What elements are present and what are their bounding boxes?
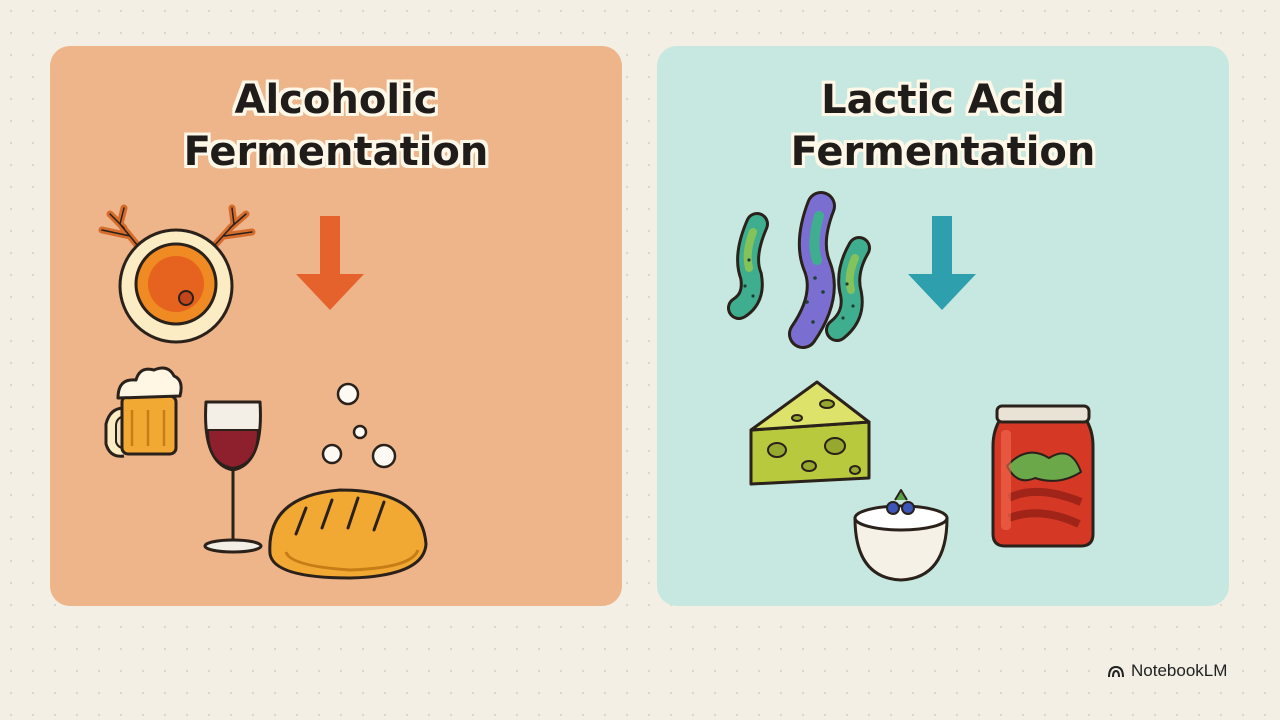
cheese-icon bbox=[749, 380, 871, 486]
down-arrow-icon bbox=[908, 216, 976, 310]
alcoholic-fermentation-panel: Alcoholic Fermentation bbox=[50, 46, 622, 606]
lactic-acid-fermentation-panel: Lactic Acid Fermentation bbox=[657, 46, 1229, 606]
panel-title-line2: Fermentation bbox=[183, 129, 489, 175]
wine-glass-icon bbox=[203, 400, 263, 554]
panel-title-line1: Alcoholic bbox=[234, 77, 438, 123]
bubbles-icon bbox=[321, 382, 397, 469]
beer-mug-icon bbox=[104, 366, 183, 458]
down-arrow-icon bbox=[296, 216, 364, 310]
panel-title-line1: Lactic Acid bbox=[821, 77, 1065, 123]
notebooklm-branding: NotebookLM bbox=[1107, 660, 1227, 682]
brand-name: NotebookLM bbox=[1131, 661, 1228, 680]
yogurt-bowl-icon bbox=[853, 489, 949, 582]
bread-loaf-icon bbox=[268, 488, 428, 580]
kimchi-jar-icon bbox=[991, 404, 1095, 548]
lactic-illustration bbox=[727, 191, 1095, 582]
notebooklm-logo-icon bbox=[1108, 665, 1124, 678]
panel-title-line2: Fermentation bbox=[790, 129, 1096, 175]
panel-title: Alcoholic Fermentation bbox=[50, 74, 622, 178]
panel-title: Lactic Acid Fermentation bbox=[657, 74, 1229, 178]
alcoholic-illustration bbox=[98, 204, 428, 580]
bacteria-icon bbox=[727, 191, 871, 349]
yeast-cell-icon bbox=[98, 204, 256, 344]
